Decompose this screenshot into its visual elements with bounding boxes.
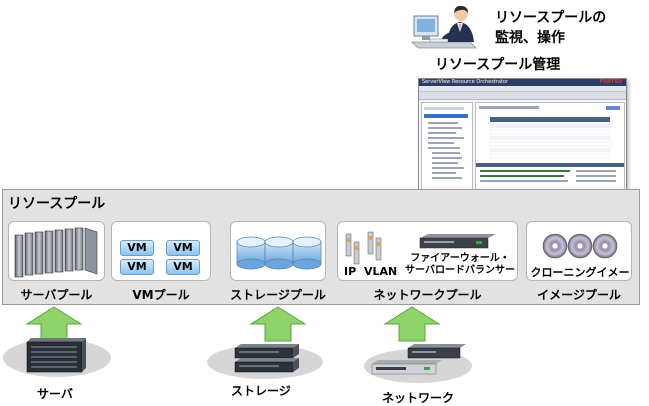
storage-label: ストレージ bbox=[231, 384, 291, 398]
storage-pool-label: ストレージプール bbox=[230, 288, 326, 302]
server-pool-label: サーバプール bbox=[20, 288, 93, 302]
cloning-discs-icon bbox=[542, 233, 618, 259]
tree-lines bbox=[424, 107, 468, 179]
main-pane-content bbox=[476, 106, 624, 182]
window-tree-pane bbox=[421, 102, 473, 190]
vm-cell: VM bbox=[120, 240, 154, 256]
up-arrow-icon bbox=[249, 306, 307, 342]
network-devices-icon bbox=[345, 231, 496, 265]
blade-servers-icon bbox=[14, 227, 98, 278]
management-title: リソースプール管理 bbox=[435, 57, 561, 73]
network-ip-label: IP bbox=[344, 265, 357, 278]
image-pool-card: クローニングイメージ bbox=[526, 221, 632, 281]
operator-caption: リソースプールの 監視、操作 bbox=[495, 8, 606, 48]
vm-cell: VM bbox=[166, 259, 200, 275]
vm-pool-card: VM VM VM VM bbox=[111, 221, 211, 281]
operator-caption-line1: リソースプールの bbox=[495, 10, 607, 26]
firewall-label-line1: ファイアーウォール・ bbox=[410, 253, 510, 264]
firewall-label: ファイアーウォール・ サーバロードバランサー bbox=[404, 253, 516, 277]
server-label: サーバ bbox=[37, 387, 73, 401]
window-titlebar: ServerView Resource Orchestrator FUJITSU bbox=[419, 79, 626, 86]
vm-pool-label: VMプール bbox=[132, 288, 190, 302]
image-pool-label: イメージプール bbox=[537, 288, 621, 302]
server-rack-icon bbox=[3, 338, 111, 377]
ip-cables-icon bbox=[345, 233, 360, 265]
operator-at-desk-icon bbox=[412, 5, 477, 49]
server-pool-card bbox=[8, 221, 105, 281]
management-window: ServerView Resource Orchestrator FUJITSU bbox=[418, 78, 627, 192]
storage-pool-card bbox=[230, 221, 326, 281]
network-vlan-label: VLAN bbox=[364, 265, 398, 278]
network-pool-card: IP VLAN ファイアーウォール・ サーバロードバランサー bbox=[337, 221, 518, 281]
window-toolbar bbox=[419, 92, 626, 100]
firewall-label-line2: サーバロードバランサー bbox=[405, 265, 515, 276]
window-main-pane bbox=[475, 102, 625, 190]
vm-cell: VM bbox=[120, 259, 154, 275]
vlan-cables-icon bbox=[367, 231, 382, 261]
network-pool-label: ネットワークプール bbox=[373, 288, 482, 302]
storage-disks-icon bbox=[236, 236, 322, 270]
network-devices-hw-icon bbox=[364, 344, 472, 383]
up-arrow-icon bbox=[383, 306, 441, 342]
resource-pool-title: リソースプール bbox=[8, 196, 106, 212]
operator-caption-line2: 監視、操作 bbox=[495, 30, 565, 46]
window-title: ServerView Resource Orchestrator bbox=[422, 79, 509, 85]
storage-device-icon bbox=[207, 344, 323, 379]
firewall-appliance-icon bbox=[419, 234, 496, 249]
window-logo: FUJITSU bbox=[599, 79, 622, 85]
window-menubar bbox=[419, 86, 626, 92]
vm-cell: VM bbox=[166, 240, 200, 256]
network-label: ネットワーク bbox=[382, 391, 455, 405]
cloning-image-label: クローニングイメージ bbox=[530, 266, 630, 279]
